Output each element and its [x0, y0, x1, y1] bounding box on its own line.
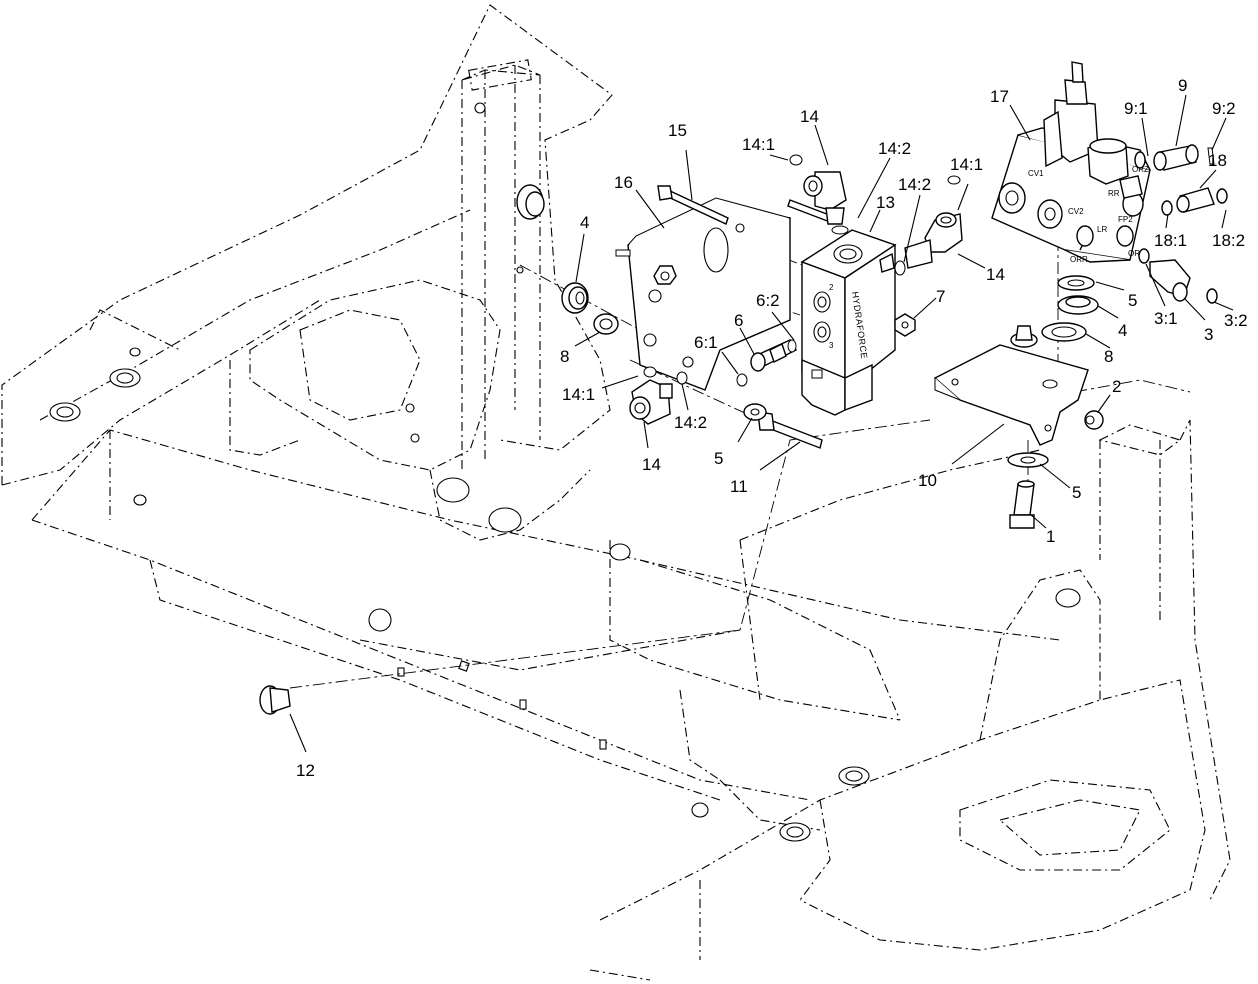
callout-14-1-top: 14:1 [742, 135, 775, 154]
callout-14-mid: 14 [986, 265, 1005, 284]
mounting-plate-16 [615, 197, 791, 391]
callout-3: 3 [1204, 325, 1213, 344]
callout-14-1-mid: 14:1 [950, 155, 983, 174]
elbow-fitting-14-right [904, 212, 963, 269]
callout-6-2: 6:2 [756, 291, 780, 310]
adapter-fitting-6 [750, 339, 797, 372]
callout-18-2: 18:2 [1212, 231, 1245, 250]
callout-14-low: 14 [642, 455, 661, 474]
callout-9-1: 9:1 [1124, 99, 1148, 118]
valve-cv2-stamp: CV2 [1068, 207, 1084, 216]
callout-3-1: 3:1 [1154, 309, 1178, 328]
elbow-fitting-14-low [629, 379, 673, 425]
valve-rr-stamp: RR [1108, 189, 1120, 198]
callout-14-1-low: 14:1 [562, 385, 595, 404]
control-valve-17: CV1 CV2 RR ORZ LR FP2 ORR ORL [991, 61, 1151, 264]
callout-14-2-mid: 14:2 [898, 175, 931, 194]
callout-labels: 17 9 9:1 9:2 18 18:1 18:2 15 16 14 14:1 … [296, 76, 1248, 780]
callout-8-right: 8 [1104, 347, 1113, 366]
callout-13: 13 [876, 193, 895, 212]
bracket-10 [933, 325, 1089, 446]
washer-8-left [593, 313, 619, 335]
bolt-15 [657, 185, 833, 225]
callout-17: 17 [990, 87, 1009, 106]
callout-5-left: 5 [714, 449, 723, 468]
elbow-fitting-14-top [803, 171, 847, 225]
callout-12: 12 [296, 761, 315, 780]
frame-bushing [516, 184, 545, 220]
callout-4-left: 4 [580, 213, 589, 232]
callout-9: 9 [1178, 76, 1187, 95]
callout-8-left: 8 [560, 347, 569, 366]
callout-11: 11 [730, 477, 748, 496]
callout-3-2: 3:2 [1224, 311, 1248, 330]
valve-fp2-stamp: FP2 [1118, 215, 1133, 224]
callout-18-1: 18:1 [1154, 231, 1187, 250]
callout-6-1: 6:1 [694, 333, 718, 352]
plug-12 [259, 685, 291, 715]
frame-holes [49, 102, 1081, 842]
mount-stack-right [1041, 275, 1099, 342]
valve-block-13: HYDRAFORCE 2 3 [800, 229, 897, 416]
block-port-3-stamp: 3 [829, 341, 834, 350]
valve-lr-stamp: LR [1097, 225, 1107, 234]
valve-cv1-stamp: CV1 [1028, 169, 1044, 178]
callout-15: 15 [668, 121, 687, 140]
callout-10: 10 [918, 471, 937, 490]
bolt-11 [743, 403, 823, 449]
fitting-9 [1134, 144, 1215, 171]
callout-5-right-low: 5 [1072, 483, 1081, 502]
valve-orr-stamp: ORR [1070, 255, 1088, 264]
callout-18: 18 [1208, 151, 1227, 170]
callout-4-right: 4 [1118, 321, 1127, 340]
valve-orz-stamp: ORZ [1132, 165, 1149, 174]
bolt-1 [1009, 480, 1035, 529]
callout-16: 16 [614, 173, 633, 192]
callout-1: 1 [1046, 527, 1055, 546]
valve-orl-stamp: ORL [1128, 249, 1145, 258]
fitting-18 [1161, 187, 1228, 216]
callout-5-right-top: 5 [1128, 291, 1137, 310]
block-port-2-stamp: 2 [829, 283, 834, 292]
o-rings [643, 154, 961, 387]
callout-14-2-low: 14:2 [674, 413, 707, 432]
callout-2: 2 [1112, 377, 1121, 396]
nut-7 [894, 313, 916, 337]
callout-6: 6 [734, 311, 743, 330]
washer-5-right-low [1007, 452, 1049, 468]
callout-14-top: 14 [800, 107, 819, 126]
isolator-4-left [561, 282, 589, 314]
nut-2 [1084, 410, 1104, 430]
callout-14-2-top: 14:2 [878, 139, 911, 158]
callout-9-2: 9:2 [1212, 99, 1236, 118]
elbow-fitting-3 [1138, 248, 1218, 304]
leader-lines [289, 94, 1234, 753]
callout-7: 7 [936, 287, 945, 306]
